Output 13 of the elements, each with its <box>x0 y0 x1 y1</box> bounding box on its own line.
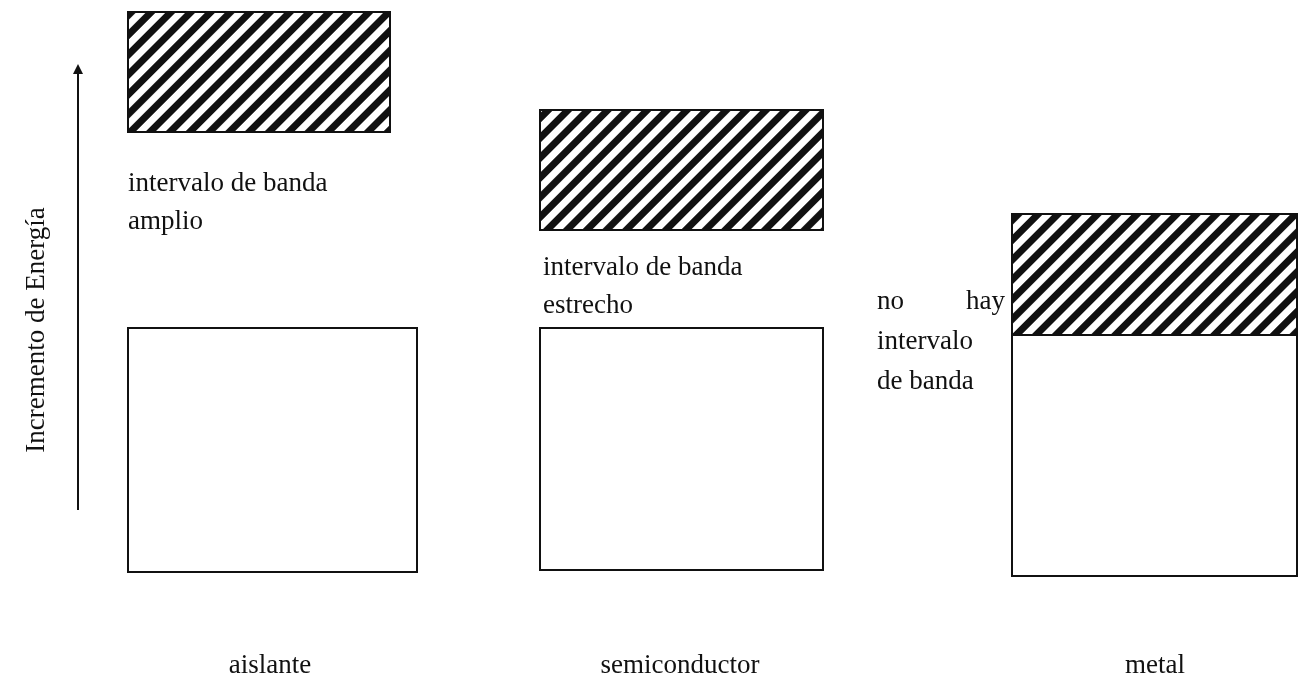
hatched-band <box>539 109 824 231</box>
hatched-band <box>127 11 391 133</box>
empty-band <box>539 327 824 571</box>
hatched-band <box>1011 213 1298 336</box>
empty-band <box>127 327 418 573</box>
material-label: aislante <box>227 648 313 681</box>
axis-label: Incremento de Energía <box>19 206 51 455</box>
gap-label: intervalo de banda amplio <box>128 166 329 237</box>
gap-label: intervalo de banda estrecho <box>543 250 744 321</box>
gap-label: no hay intervalo de banda <box>877 284 1005 397</box>
empty-band <box>1011 334 1298 577</box>
material-label: metal <box>1124 648 1186 681</box>
material-label: semiconductor <box>599 648 761 681</box>
